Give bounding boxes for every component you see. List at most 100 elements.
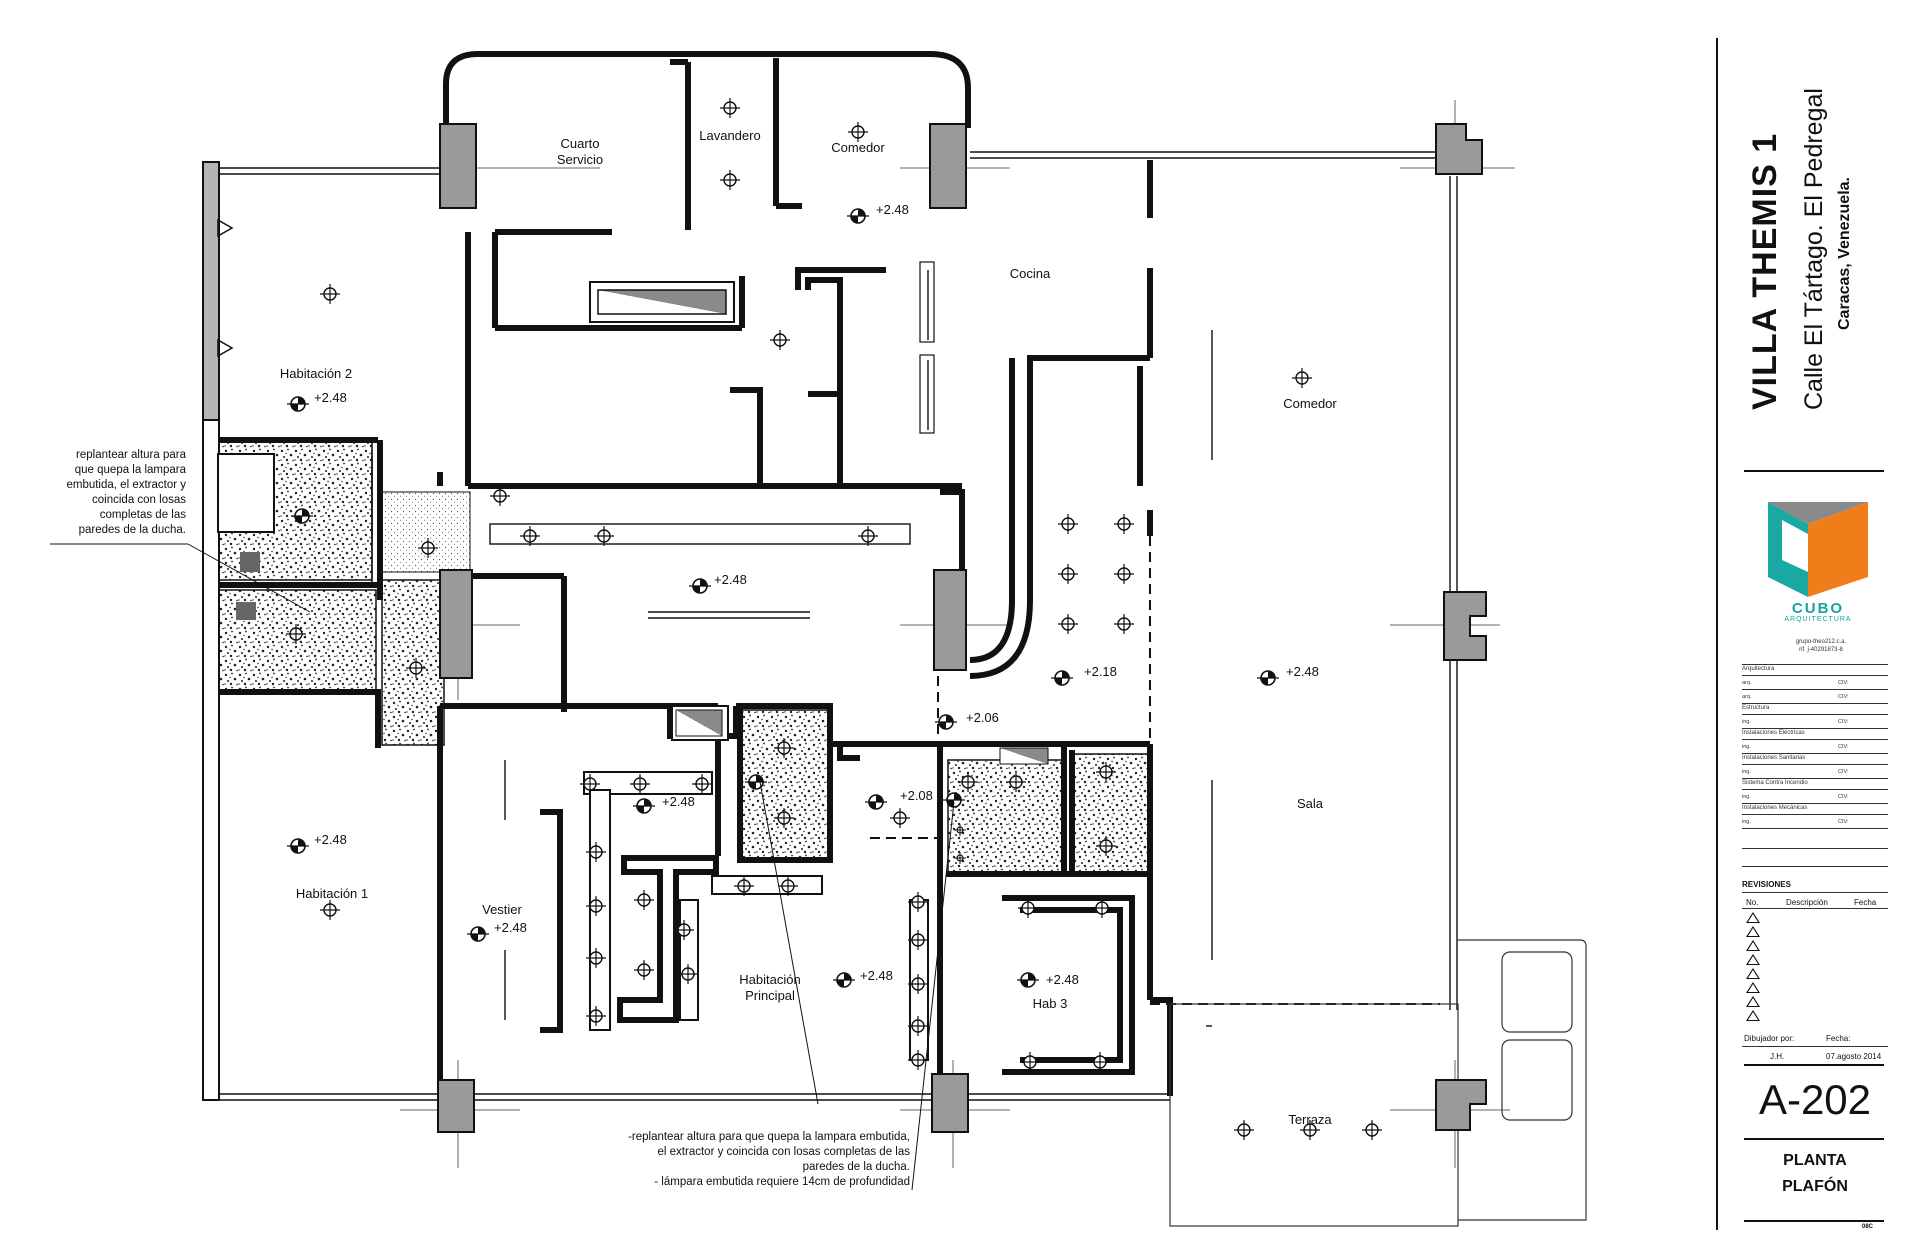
ceiling-light-icon bbox=[1058, 614, 1078, 634]
ceiling-light-icon bbox=[1058, 564, 1078, 584]
note-left-line: que quepa la lampara bbox=[75, 464, 187, 476]
ceiling-light-icon bbox=[1234, 1120, 1254, 1140]
ceiling-light-icon bbox=[858, 526, 878, 546]
recessed-light-icon bbox=[689, 578, 711, 594]
ceiling-light-icon bbox=[1096, 836, 1116, 856]
discipline-name: Estructura bbox=[1742, 705, 1770, 711]
ceiling-light-icon bbox=[586, 842, 606, 862]
date-value: 07.agosto 2014 bbox=[1826, 1052, 1882, 1061]
recessed-light-icon bbox=[1257, 670, 1279, 686]
discipline-civ: CIV: bbox=[1838, 819, 1849, 825]
ceiling-light-icon bbox=[720, 98, 740, 118]
title-block-divider bbox=[1744, 1064, 1884, 1066]
level-vestier-closet: +2.48 bbox=[662, 794, 695, 809]
ceiling-levels: +2.48 +2.48 +2.48 +2.18 +2.48 +2.06 +2.4… bbox=[314, 202, 1319, 987]
ceiling-light-icon bbox=[1114, 514, 1134, 534]
note-left-line: paredes de la ducha. bbox=[79, 524, 186, 536]
room-label-hab-3: Hab 3 bbox=[1033, 996, 1068, 1011]
recessed-light-icon bbox=[633, 798, 655, 814]
recessed-light-icon bbox=[1017, 972, 1039, 988]
room-label-comedor-servicio: Comedor bbox=[831, 140, 885, 155]
ceiling-light-icon bbox=[678, 964, 698, 984]
room-label-habitacion-principal-1: Habitación bbox=[739, 972, 800, 987]
ceiling-light-icon bbox=[586, 896, 606, 916]
discipline-row-line bbox=[1742, 739, 1888, 740]
discipline-sub: arq. bbox=[1742, 680, 1752, 686]
title-block bbox=[1716, 38, 1892, 1230]
revisions-col-date: Fecha bbox=[1854, 898, 1877, 907]
discipline-row-line bbox=[1742, 664, 1888, 665]
level-bano-principal: +2.08 bbox=[900, 788, 933, 803]
ceiling-light-icon bbox=[630, 774, 650, 794]
recessed-light-icon bbox=[467, 926, 489, 942]
ceiling-light-icon bbox=[774, 738, 794, 758]
project-address-street: Calle El Tártago. El Pedregal bbox=[1800, 88, 1828, 410]
discipline-sub: ing. bbox=[1742, 794, 1751, 800]
ceiling-light-icon bbox=[594, 526, 614, 546]
company-contact: grupo-theo212.c.a. rif. j-40291873-8 bbox=[1756, 638, 1886, 654]
level-vestier: +2.48 bbox=[494, 920, 527, 935]
ceiling-light-icon bbox=[774, 808, 794, 828]
revisions-col-no: No. bbox=[1746, 898, 1759, 907]
discipline-civ: CIV: bbox=[1838, 744, 1849, 750]
discipline-row-line bbox=[1742, 714, 1888, 715]
ceiling-light-icon bbox=[1020, 1052, 1040, 1072]
ceiling-light-icon bbox=[586, 1006, 606, 1026]
room-label-servicio: Servicio bbox=[557, 152, 603, 167]
level-hab-3: +2.48 bbox=[1046, 972, 1079, 987]
room-label-lavandero: Lavandero bbox=[699, 128, 760, 143]
revision-triangle-icon bbox=[1746, 940, 1760, 951]
room-label-comedor: Comedor bbox=[1283, 396, 1337, 411]
spot-light-icon bbox=[954, 824, 966, 836]
room-label-terraza: Terraza bbox=[1288, 1112, 1332, 1127]
note-left-line: coincida con losas bbox=[92, 494, 186, 506]
level-comedor: +2.48 bbox=[1286, 664, 1319, 679]
sheet-small-code: 08C bbox=[1862, 1224, 1874, 1230]
discipline-row-line bbox=[1742, 764, 1888, 765]
drawn-by-value: J.H. bbox=[1770, 1052, 1785, 1061]
revision-triangle-icon bbox=[1746, 926, 1760, 937]
contact-line: grupo-theo212.c.a. bbox=[1795, 639, 1847, 645]
recessed-light-icon bbox=[935, 714, 957, 730]
ceiling-light-icon bbox=[320, 284, 340, 304]
ceiling-light-icon bbox=[1018, 898, 1038, 918]
title-block-divider bbox=[1744, 1138, 1884, 1140]
revisions-title: REVISIONES bbox=[1742, 880, 1791, 889]
logo-brand: CUBO bbox=[1791, 600, 1845, 617]
recessed-light-icon bbox=[833, 972, 855, 988]
room-label-habitacion-principal-2: Principal bbox=[745, 988, 795, 1003]
ceiling-light-icon bbox=[890, 808, 910, 828]
ceiling-light-icon bbox=[1362, 1120, 1382, 1140]
discipline-name: Sistema Contra Incendio bbox=[1742, 780, 1808, 786]
logo-subtitle: ARQUITECTURA bbox=[1784, 616, 1852, 623]
level-habitacion-2: +2.48 bbox=[314, 390, 347, 405]
discipline-name: Arquitectura bbox=[1742, 666, 1775, 672]
discipline-row-line bbox=[1742, 753, 1888, 754]
ceiling-light-icon bbox=[1292, 368, 1312, 388]
discipline-sub: ing. bbox=[1742, 719, 1751, 725]
contact-line: rif. j-40291873-8 bbox=[1799, 647, 1843, 653]
ceiling-light-icon bbox=[1114, 614, 1134, 634]
project-title: VILLA THEMIS 1 bbox=[1746, 132, 1784, 410]
ceiling-light-icon bbox=[634, 960, 654, 980]
note-left: replantear altura para que quepa la lamp… bbox=[66, 449, 186, 536]
sheet-code: A-202 bbox=[1758, 1076, 1872, 1123]
recessed-light-icon bbox=[287, 838, 309, 854]
discipline-name: Instalaciones Sanitarias bbox=[1742, 755, 1806, 761]
level-habitacion-principal: +2.48 bbox=[860, 968, 893, 983]
ceiling-light-icon bbox=[634, 890, 654, 910]
ceiling-light-icon bbox=[674, 920, 694, 940]
recessed-light-icon bbox=[291, 508, 313, 524]
sheet-name-line-2: PLAFÓN bbox=[1782, 1178, 1848, 1195]
discipline-row-line bbox=[1742, 703, 1888, 704]
discipline-row-line bbox=[1742, 675, 1888, 676]
discipline-civ: CIV: bbox=[1838, 694, 1849, 700]
note-bottom-line: paredes de la ducha. bbox=[803, 1161, 910, 1173]
ceiling-light-icon bbox=[418, 538, 438, 558]
discipline-sub: ing. bbox=[1742, 769, 1751, 775]
note-left-line: embutida, el extractor y bbox=[66, 479, 186, 491]
level-cocina-isla: +2.18 bbox=[1084, 664, 1117, 679]
discipline-civ: CIV: bbox=[1838, 794, 1849, 800]
level-hall: +2.06 bbox=[966, 710, 999, 725]
